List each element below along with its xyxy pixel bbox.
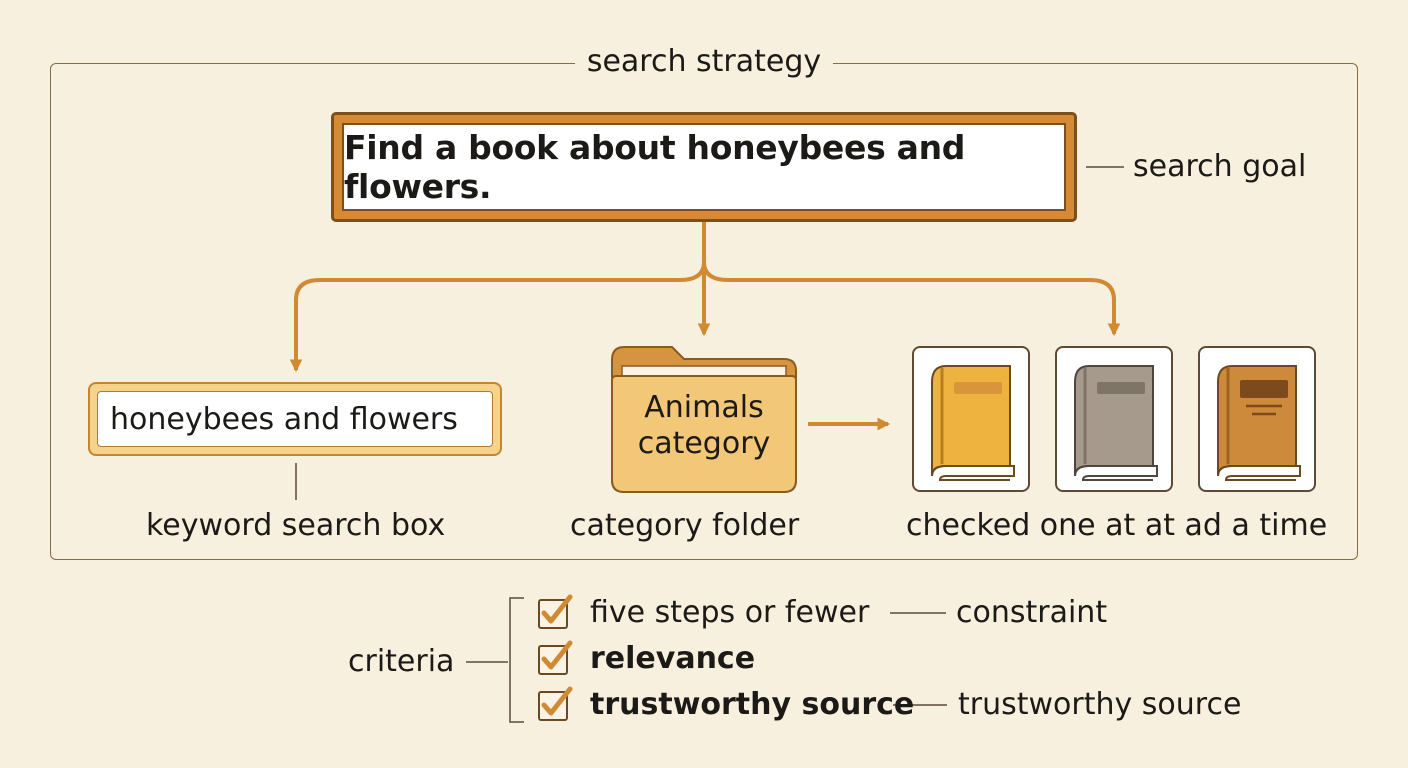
frame-title: search strategy: [0, 42, 1408, 82]
criteria-label: criteria: [348, 644, 455, 679]
criterion-five-steps: five steps or fewer: [590, 595, 870, 630]
arrow-to-search-box: [289, 261, 706, 373]
keyword-search-value[interactable]: honeybees and flowers: [97, 391, 493, 447]
criteria-bracket: [509, 597, 524, 723]
folder-name: Animals category: [612, 390, 796, 462]
folder-name-line2: category: [637, 426, 771, 461]
checkbox-checked-icon[interactable]: [537, 640, 573, 676]
search-goal-box: Find a book about honeybees and flowers.: [331, 112, 1077, 222]
keyword-search-label: keyword search box: [146, 508, 446, 543]
category-folder-label: category folder: [570, 508, 800, 543]
search-goal-text: Find a book about honeybees and flowers.: [342, 123, 1066, 211]
arrow-to-books: [702, 261, 1121, 337]
criterion-note-trustworthy: trustworthy source: [958, 687, 1242, 722]
book-icon: [1074, 365, 1158, 481]
books-label: checked one at at ad a time: [906, 508, 1328, 543]
book-icon: [931, 365, 1015, 481]
book-card[interactable]: [1055, 346, 1173, 492]
checkbox-checked-icon[interactable]: [537, 594, 573, 630]
folder-name-line1: Animals: [644, 390, 764, 425]
search-goal-label: search goal: [1133, 149, 1307, 184]
book-icon: [1217, 365, 1301, 481]
book-card[interactable]: [912, 346, 1030, 492]
folder-icon: [611, 346, 797, 493]
book-card[interactable]: [1198, 346, 1316, 492]
criterion-trustworthy: trustworthy source: [590, 687, 915, 722]
frame-title-text: search strategy: [574, 44, 834, 79]
checkbox-checked-icon[interactable]: [537, 686, 573, 722]
criterion-note-constraint: constraint: [956, 595, 1108, 630]
keyword-search-box[interactable]: honeybees and flowers: [88, 382, 502, 456]
criterion-relevance: relevance: [590, 641, 756, 676]
